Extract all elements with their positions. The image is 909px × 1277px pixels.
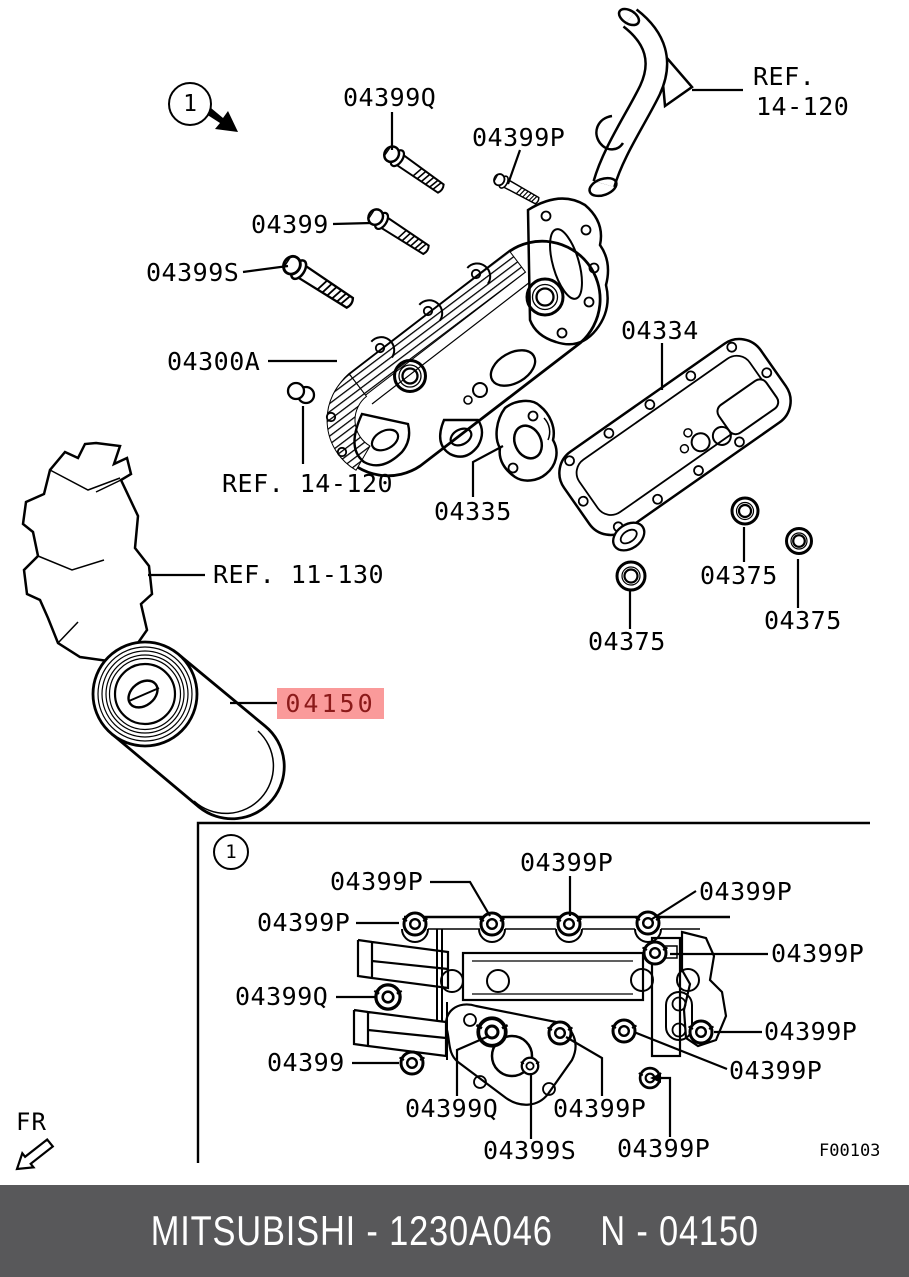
inset-label-04399p-top-right: 04399P <box>699 877 793 906</box>
inset-label-04399p-bottom-center: 04399P <box>553 1094 647 1123</box>
fr-arrow-icon <box>15 1137 55 1171</box>
inset-label-04399p-right-mid: 04399P <box>771 939 865 968</box>
inset-label-04399s: 04399S <box>483 1136 577 1165</box>
part-label-04399: 04399 <box>251 210 329 239</box>
part-label-04375-right: 04375 <box>764 606 842 635</box>
fr-direction-label: FR <box>16 1108 47 1136</box>
part-label-04375-mid: 04375 <box>700 561 778 590</box>
leader-lines-inset <box>336 876 768 1139</box>
ref-label-block: REF. 11-130 <box>213 560 385 589</box>
inset-label-04399q-bottom: 04399Q <box>405 1094 499 1123</box>
footer-reference-number: N - 04150 <box>599 1207 759 1254</box>
water-pipe <box>588 7 694 198</box>
inset-label-04399p-top-center: 04399P <box>520 848 614 877</box>
part-label-04300a: 04300A <box>167 347 261 376</box>
inset-label-04399p-upper-left: 04399P <box>330 867 424 896</box>
bolt-04399q <box>379 141 449 199</box>
gasket-04334 <box>558 337 792 552</box>
callout-arrow-icon <box>206 108 238 132</box>
inset-label-04399p-right-lower: 04399P <box>764 1017 858 1046</box>
bolt-04399p <box>490 170 543 208</box>
engine-block <box>21 441 154 663</box>
figure-code: F00103 <box>819 1141 881 1161</box>
view-1-marker: 1 <box>168 82 212 126</box>
bolt-04399s <box>278 250 359 314</box>
bolt-04399 <box>363 204 434 260</box>
oil-filter-04150 <box>91 640 286 821</box>
gasket-04335 <box>495 399 558 482</box>
leader-lines-main <box>148 88 800 705</box>
part-label-04399q: 04399Q <box>343 83 437 112</box>
footer-bar: MITSUBISHI - 1230A046 N - 04150 <box>0 1185 909 1277</box>
inset-label-04399: 04399 <box>267 1048 345 1077</box>
inset-label-04399p-diagonal: 04399P <box>729 1056 823 1085</box>
plug <box>286 381 316 405</box>
ref-label-pipe-line1: REF. <box>753 62 816 91</box>
inset-label-04399q-left: 04399Q <box>235 982 329 1011</box>
ref-label-pipe-line2: 14-120 <box>756 92 850 121</box>
inset-label-04399p-left: 04399P <box>257 908 351 937</box>
oil-seal-04375-left <box>615 560 647 592</box>
inset-detail-drawing <box>352 910 730 1106</box>
part-label-04335: 04335 <box>434 497 512 526</box>
part-label-04399p: 04399P <box>472 123 566 152</box>
part-label-04399s: 04399S <box>146 258 240 287</box>
footer-brand-part-number: MITSUBISHI - 1230A046 <box>150 1207 553 1254</box>
oil-cooler-assembly <box>325 197 610 478</box>
inset-view-1-marker: 1 <box>213 834 249 870</box>
oil-seal-04375-right <box>785 527 813 555</box>
part-label-04375-left: 04375 <box>588 627 666 656</box>
oil-seal-04375-mid <box>730 496 760 526</box>
inset-frame <box>196 821 870 1163</box>
inset-label-04399p-bottom-right: 04399P <box>617 1134 711 1163</box>
part-label-04334: 04334 <box>621 316 699 345</box>
leader-arrowhead <box>650 1073 661 1083</box>
highlighted-part-label-04150: 04150 <box>277 688 384 719</box>
ref-label-plug: REF. 14-120 <box>222 469 394 498</box>
